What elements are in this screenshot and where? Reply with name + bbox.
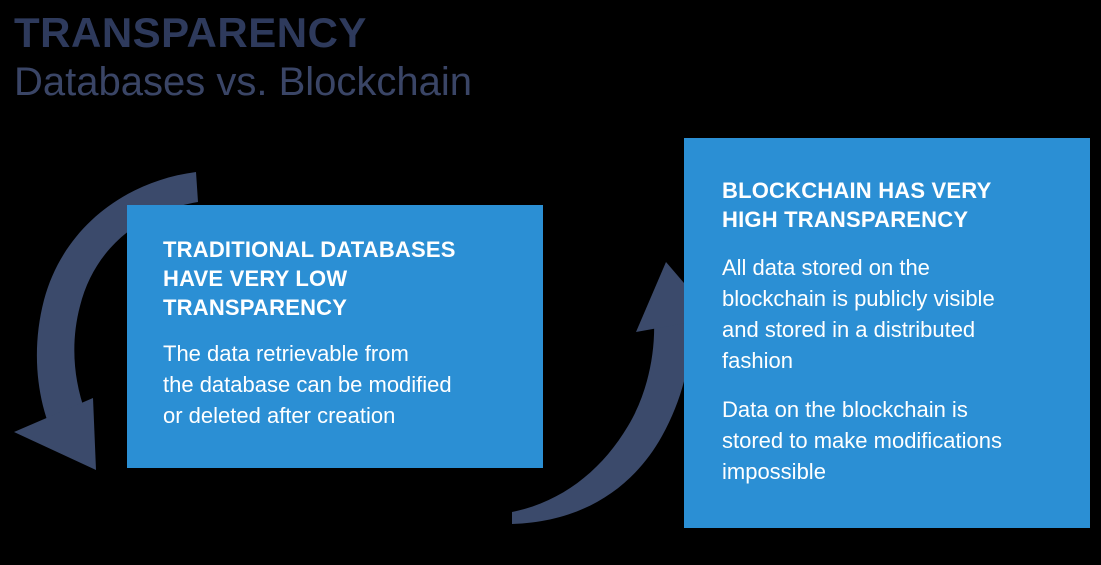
panel-body-traditional-databases-1: The data retrievable from the database c… — [163, 341, 452, 428]
panel-body-blockchain-1: All data stored on the blockchain is pub… — [722, 255, 995, 373]
panel-heading-blockchain: BLOCKCHAIN HAS VERY HIGH TRANSPARENCY — [722, 178, 992, 232]
panel-body-blockchain-2: Data on the blockchain is stored to make… — [722, 397, 1003, 484]
panel-blockchain: BLOCKCHAIN HAS VERY HIGH TRANSPARENCY Al… — [684, 138, 1090, 528]
page-subtitle: Databases vs. Blockchain — [14, 60, 473, 104]
panel-heading-traditional-databases: TRADITIONAL DATABASES HAVE VERY LOW TRAN… — [163, 237, 456, 320]
panel-traditional-databases: TRADITIONAL DATABASES HAVE VERY LOW TRAN… — [127, 205, 543, 468]
title-block: TRANSPARENCY Databases vs. Blockchain — [14, 8, 654, 106]
page-title: TRANSPARENCY — [14, 9, 367, 56]
